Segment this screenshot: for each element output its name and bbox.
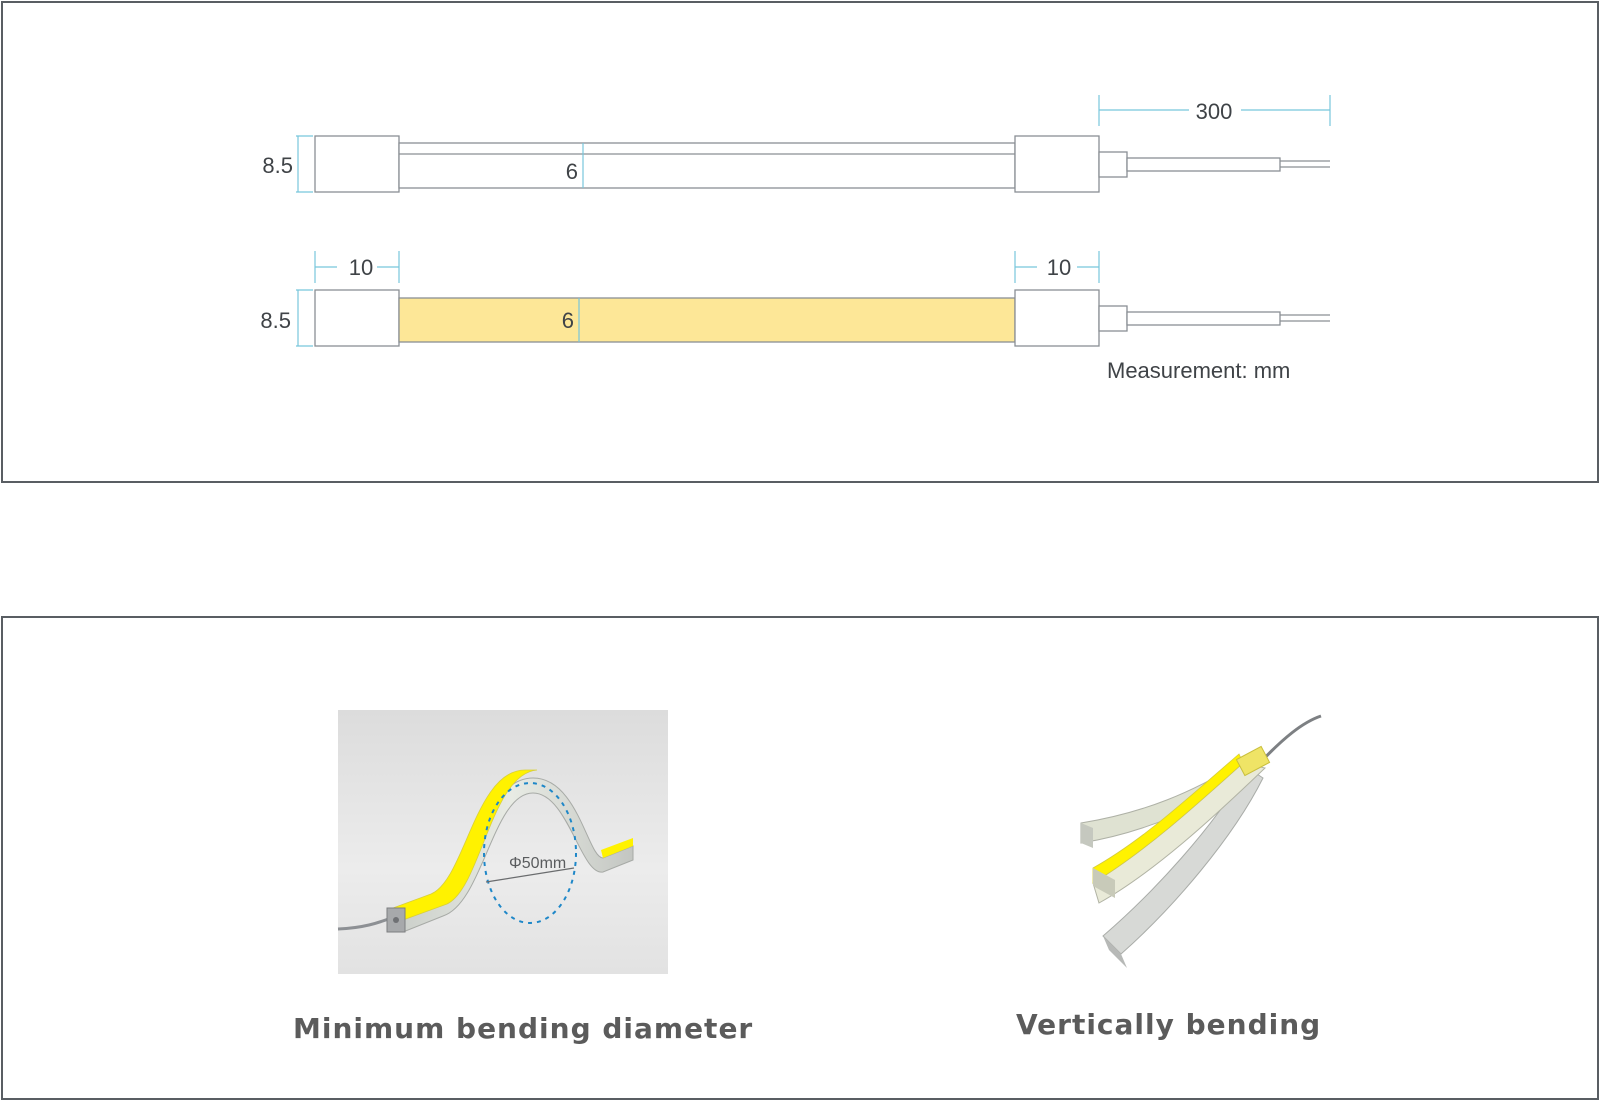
led-yellow-face [392,769,538,921]
cable-gland-bottom [1098,305,1128,332]
bend-diameter-circle [483,782,577,924]
led-yellow-tail [601,838,633,858]
strip-top-view [314,289,1330,347]
vertical-bend-photo [1080,714,1322,968]
strip-bend-high-end [1081,823,1093,848]
end-cap-left-top [314,135,400,193]
bending-illustrations: Φ50mm [337,710,1322,974]
end-cap-left-bottom [314,289,400,347]
dim-label-endcap-left: 10 [349,255,373,280]
dim-label-endcap-right: 10 [1047,255,1071,280]
dimension-drawing-panel: 300 8.5 6 10 10 [1,1,1599,483]
dimension-300 [1098,95,1331,126]
cable-bottom [1126,311,1281,326]
strip-bend-low-end [1103,936,1127,968]
measurement-note: Measurement: mm [1107,358,1290,383]
dimension-height-top [296,135,313,193]
min-bend-photo: Φ50mm [337,710,668,974]
dim-label-300: 300 [1196,99,1233,124]
led-strip-body [398,297,1016,343]
dim-label-width-bottom: 6 [562,308,574,333]
dimension-drawing: 300 8.5 6 10 10 [260,95,1331,383]
cable-top [1126,157,1281,172]
end-cap-right [1235,745,1271,777]
photo-background [338,710,668,974]
caption-vertical-bending: Vertically bending [1016,1008,1322,1041]
strip-bend-mid-end [1093,868,1115,898]
cable-entry-icon [393,917,399,923]
end-cap-right-top [1014,135,1100,193]
dim-label-height-top: 8.5 [262,153,293,178]
dim-label-height-bottom: 8.5 [260,308,291,333]
endcap-dimensions [314,251,1100,283]
dim-label-width-top: 6 [566,159,578,184]
dimension-height-bottom [296,289,313,347]
strip-side-view [314,135,1330,193]
strip-body-top [398,142,1016,189]
cable-gland-top [1098,151,1128,178]
strip-bend-low [1102,767,1264,955]
caption-min-bending: Minimum bending diameter [293,1012,754,1045]
bend-diameter-label: Φ50mm [509,855,566,872]
diameter-line [485,867,575,883]
end-cap-right-bottom [1014,289,1100,347]
bending-panel: Φ50mm Minimum bending diameter Verticall… [1,616,1599,1100]
